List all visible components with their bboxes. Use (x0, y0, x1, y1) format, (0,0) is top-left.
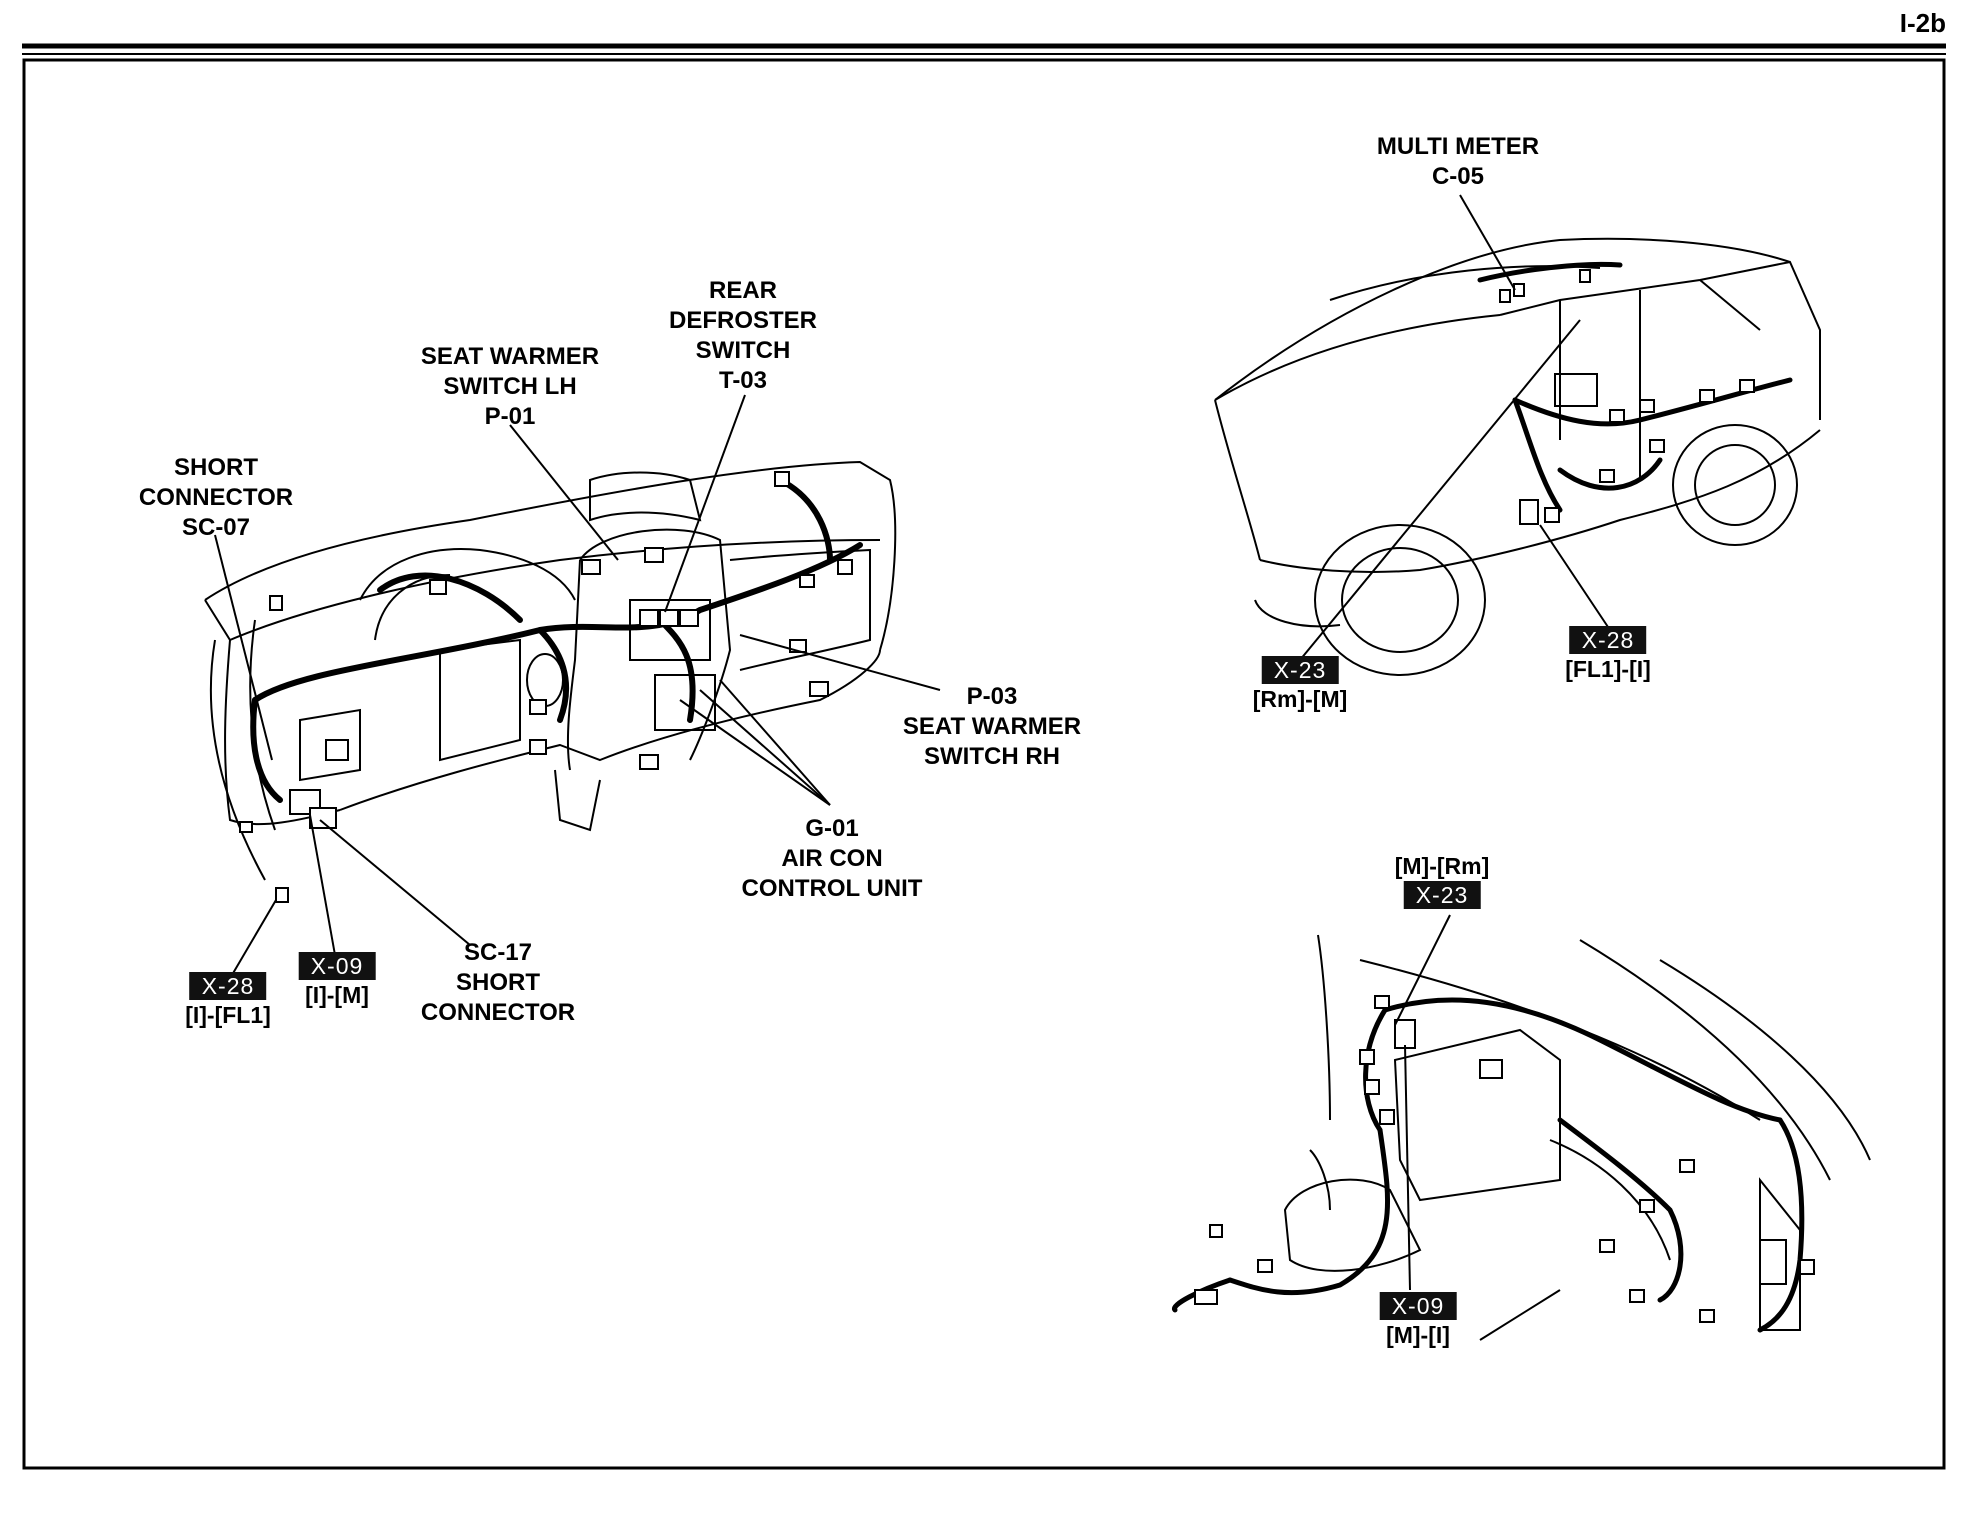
dashboard-leader-lines (214, 394, 941, 976)
label-seat-warmer-lh: SEAT WARMER SWITCH LH P-01 (420, 343, 600, 430)
connector-code: [I]-[FL1] (185, 1002, 271, 1028)
connector-tag-x23-vehicle: X-23 [Rm]-[M] (1252, 656, 1348, 714)
connector-badge: X-23 (1261, 656, 1339, 684)
label-multi-meter: MULTI METER C-05 (1376, 133, 1540, 190)
vehicle-connectors (1499, 269, 1755, 525)
label-short-connector-sc17: SC-17 SHORT CONNECTOR (420, 939, 576, 1026)
connector-badge: X-09 (1379, 1292, 1457, 1320)
console-leader-lines (1394, 914, 1451, 1291)
connector-tag-x28-dash: X-28 [I]-[FL1] (185, 972, 271, 1030)
console-illustration (1283, 934, 1871, 1341)
vehicle-illustration (1214, 237, 1821, 676)
label-air-con-control-unit: G-01 AIR CON CONTROL UNIT (741, 815, 923, 902)
dashboard-illustration (204, 460, 897, 881)
connector-tag-x09-dash: X-09 [I]-[M] (298, 952, 376, 1010)
vehicle-leader-lines (1299, 194, 1611, 661)
dashboard-harness (250, 477, 863, 803)
connector-badge: X-28 (1569, 626, 1647, 654)
connector-code: [M]-[I] (1386, 1322, 1450, 1348)
page-frame (22, 43, 1946, 1470)
dashboard-connectors (239, 471, 853, 903)
label-seat-warmer-rh: P-03 SEAT WARMER SWITCH RH (902, 683, 1082, 770)
connector-badge: X-23 (1403, 881, 1481, 909)
connector-tag-x09-console: X-09 [M]-[I] (1379, 1292, 1457, 1350)
connector-code: [Rm]-[M] (1252, 686, 1348, 712)
connector-code: [FL1]-[I] (1565, 656, 1651, 682)
connector-tag-x28-vehicle: X-28 [FL1]-[I] (1565, 626, 1651, 684)
label-short-connector-sc07: SHORT CONNECTOR SC-07 (138, 454, 294, 541)
connector-tag-x23-console: [M]-[Rm] X-23 (1394, 852, 1490, 910)
connector-code: [I]-[M] (305, 982, 369, 1008)
console-connectors (1194, 995, 1815, 1323)
connector-badge: X-09 (298, 952, 376, 980)
label-rear-defroster: REAR DEFROSTER SWITCH T-03 (668, 277, 818, 394)
console-harness (1172, 997, 1805, 1333)
page-number: I-2b (1899, 8, 1946, 38)
connector-badge: X-28 (189, 972, 267, 1000)
connector-code: [M]-[Rm] (1394, 853, 1490, 879)
